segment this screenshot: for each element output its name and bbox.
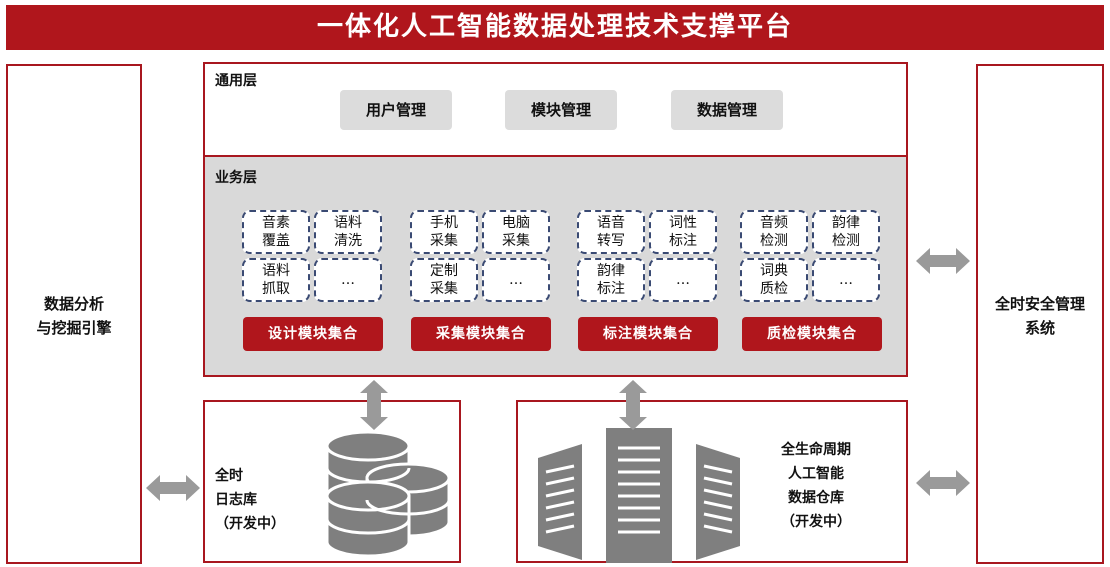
collect-module-grid: 手机采集 电脑采集 定制采集 …	[410, 210, 550, 302]
module-cell-more: …	[812, 258, 880, 302]
warehouse-label-line3: 数据仓库	[788, 490, 844, 506]
double-arrow-icon	[360, 380, 388, 430]
security-system-label-line2: 系统	[1024, 319, 1055, 337]
design-module-set: 设计模块集合	[243, 317, 383, 351]
module-cell-more: …	[482, 258, 550, 302]
warehouse-label-line4: （开发中）	[781, 514, 851, 530]
double-arrow-icon	[916, 248, 970, 274]
warehouse-label-line1: 全生命周期	[781, 442, 851, 458]
module-cell: 语料抓取	[242, 258, 310, 302]
server-rack-icon	[538, 428, 740, 563]
module-cell: 手机采集	[410, 210, 478, 254]
analysis-engine-panel: 数据分析 与挖掘引擎	[6, 64, 142, 564]
collect-module-set: 采集模块集合	[411, 317, 551, 351]
page-title: 一体化人工智能数据处理技术支撑平台	[6, 5, 1104, 50]
log-db-label-line1: 全时	[215, 468, 243, 484]
design-module-grid: 音素覆盖 语料清洗 语料抓取 …	[242, 210, 382, 302]
module-cell: 词性标注	[649, 210, 717, 254]
warehouse-label-line2: 人工智能	[788, 466, 844, 482]
business-layer: 业务层 音素覆盖 语料清洗 语料抓取 … 设计模块集合 手机采集 电脑采集 定制…	[203, 155, 908, 377]
general-layer: 通用层 用户管理 模块管理 数据管理	[203, 62, 908, 157]
log-db-label-line3: （开发中）	[215, 516, 285, 532]
analysis-engine-label-line2: 与挖掘引擎	[36, 319, 112, 337]
module-cell: 词典质检	[740, 258, 808, 302]
security-system-panel: 全时安全管理 系统	[976, 64, 1104, 564]
module-cell: 电脑采集	[482, 210, 550, 254]
module-cell: 定制采集	[410, 258, 478, 302]
annotate-module-grid: 语音转写 词性标注 韵律标注 …	[577, 210, 717, 302]
double-arrow-icon	[619, 380, 647, 430]
module-cell: 韵律检测	[812, 210, 880, 254]
database-icon	[325, 430, 451, 558]
module-cell: 音素覆盖	[242, 210, 310, 254]
log-database-box: 全时 日志库 （开发中）	[203, 400, 461, 563]
double-arrow-icon	[146, 475, 200, 501]
double-arrow-icon	[916, 470, 970, 496]
module-management-item: 模块管理	[505, 90, 617, 130]
analysis-engine-label-line1: 数据分析	[43, 295, 104, 313]
data-warehouse-box: 全生命周期 人工智能 数据仓库 （开发中）	[516, 400, 908, 563]
module-cell: 韵律标注	[577, 258, 645, 302]
annotate-module-set: 标注模块集合	[578, 317, 718, 351]
business-layer-label: 业务层	[215, 170, 257, 186]
module-cell: 语音转写	[577, 210, 645, 254]
module-cell-more: …	[314, 258, 382, 302]
module-cell-more: …	[649, 258, 717, 302]
security-system-label-line1: 全时安全管理	[994, 295, 1085, 313]
log-db-label-line2: 日志库	[215, 492, 257, 508]
module-cell: 音频检测	[740, 210, 808, 254]
module-cell: 语料清洗	[314, 210, 382, 254]
data-management-item: 数据管理	[671, 90, 783, 130]
qc-module-set: 质检模块集合	[742, 317, 882, 351]
general-layer-label: 通用层	[215, 73, 257, 89]
user-management-item: 用户管理	[340, 90, 452, 130]
qc-module-grid: 音频检测 韵律检测 词典质检 …	[740, 210, 880, 302]
